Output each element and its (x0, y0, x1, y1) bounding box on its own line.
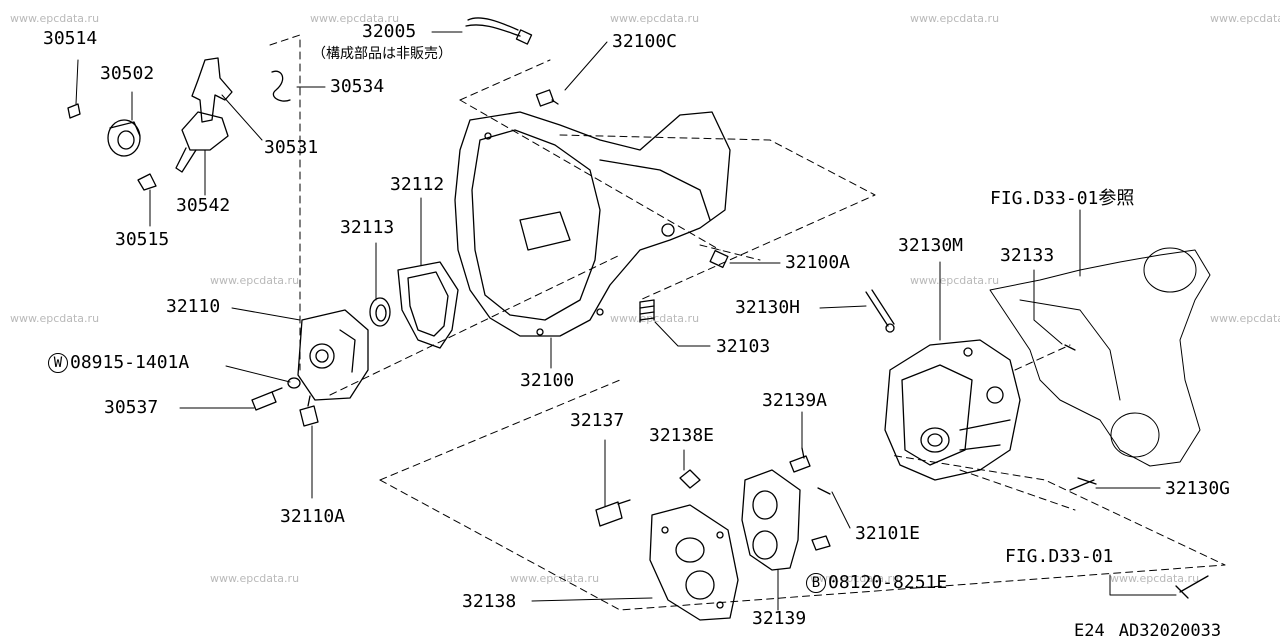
reference-transmission (989, 247, 1211, 467)
sensor-32005 (465, 17, 533, 45)
label-fig-ref-1: FIG.D33-01参照 (990, 188, 1135, 209)
watermark: www.epcdata.ru (810, 572, 900, 585)
label-fig-ref-2: FIG.D33-01 (1005, 546, 1114, 567)
label-32139A: 32139A (762, 390, 828, 411)
label-32113: 32113 (340, 217, 395, 238)
plug-32138E (679, 469, 701, 489)
label-32100A: 32100A (785, 252, 851, 273)
retainer-32139 (741, 469, 801, 571)
label-32005: 32005 (362, 21, 417, 42)
withdrawal-lever-30531 (175, 57, 233, 173)
watermark: www.epcdata.ru (10, 12, 100, 25)
washer-symbol: W (48, 353, 68, 373)
bolt-30537 (251, 387, 283, 411)
oil-seal-32113 (369, 297, 391, 327)
diagram-code: AD32020033 (1118, 621, 1222, 641)
washer-08915 (287, 377, 301, 389)
label-30537: 30537 (104, 397, 159, 418)
watermark: www.epcdata.ru (10, 312, 100, 325)
label-30542: 30542 (176, 195, 231, 216)
label-32130H: 32130H (735, 297, 801, 318)
spring-30534 (271, 70, 291, 102)
plug-32100A (709, 249, 729, 269)
label-32103: 32103 (716, 336, 771, 357)
watermark: www.epcdata.ru (1210, 312, 1280, 325)
plate-32138 (649, 504, 739, 621)
label-08915-number: 08915-1401A (70, 352, 190, 373)
watermark: www.epcdata.ru (1110, 572, 1200, 585)
bolt-32130G (1069, 477, 1097, 491)
spring-32103 (639, 299, 655, 323)
gasket-32112 (397, 261, 459, 349)
bolt-32139A (789, 447, 811, 473)
label-32138: 32138 (462, 591, 517, 612)
watermark: www.epcdata.ru (610, 12, 700, 25)
watermark: www.epcdata.ru (1210, 12, 1280, 25)
label-32130M: 32130M (898, 235, 964, 256)
bolt-08120 (811, 535, 831, 551)
label-32100: 32100 (520, 370, 575, 391)
label-32101E: 32101E (855, 523, 921, 544)
label-32139: 32139 (752, 608, 807, 629)
label-30515: 30515 (115, 229, 170, 250)
clip-30514 (67, 103, 81, 119)
label-32137: 32137 (570, 410, 625, 431)
label-30514: 30514 (43, 28, 98, 49)
bolt-symbol: B (806, 573, 826, 593)
bolt-32100C (535, 89, 559, 107)
watermark: www.epcdata.ru (910, 12, 1000, 25)
diagram-footer: E24 AD32020033 (1074, 621, 1221, 641)
switch-32137 (595, 499, 631, 527)
clutch-housing-32100 (454, 111, 731, 337)
pin-32133 (1064, 344, 1076, 351)
pin-32130H (865, 289, 895, 333)
label-32138E: 32138E (649, 425, 715, 446)
label-30531: 30531 (264, 137, 319, 158)
label-32112: 32112 (390, 174, 445, 195)
watermark: www.epcdata.ru (310, 12, 400, 25)
label-08120-number: 08120-8251E (828, 572, 948, 593)
pin-32101E (817, 487, 831, 495)
note-not-sold: （構成部品は非販売） (312, 46, 452, 62)
label-32100C: 32100C (612, 31, 678, 52)
label-32110: 32110 (166, 296, 221, 317)
alignment-lines (269, 34, 1226, 611)
bolt-fig-ref (1175, 575, 1209, 599)
label-30502: 30502 (100, 63, 155, 84)
watermark: www.epcdata.ru (210, 274, 300, 287)
label-32130G: 32130G (1165, 478, 1231, 499)
cover-32110 (297, 309, 369, 401)
clip-30515 (137, 173, 157, 191)
bolt-32110A (299, 395, 319, 427)
leader-lines (75, 31, 1177, 611)
watermark: www.epcdata.ru (210, 572, 300, 585)
watermark: www.epcdata.ru (910, 274, 1000, 287)
label-30534: 30534 (330, 76, 385, 97)
label-32110A: 32110A (280, 506, 346, 527)
release-bearing-30502 (107, 119, 141, 157)
transmission-case-32130M (884, 339, 1021, 481)
watermark: www.epcdata.ru (510, 572, 600, 585)
label-32133: 32133 (1000, 245, 1055, 266)
group-code: E24 (1074, 621, 1105, 641)
